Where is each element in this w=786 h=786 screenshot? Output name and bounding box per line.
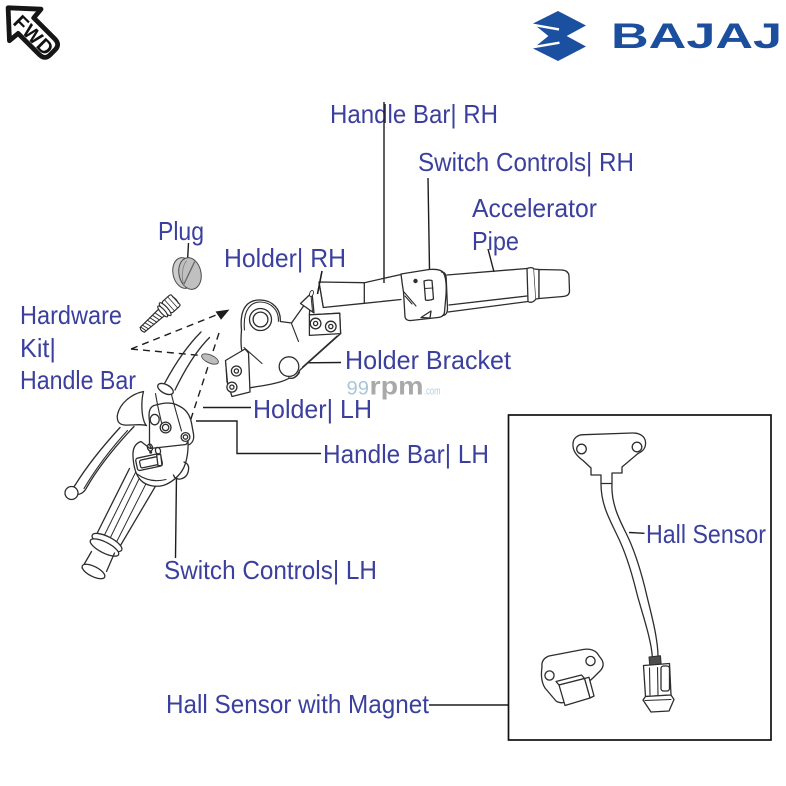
svg-text:Hall Sensor with Magnet: Hall Sensor with Magnet [166,689,430,719]
svg-text:BAJAJ: BAJAJ [611,17,782,56]
svg-text:Hall Sensor: Hall Sensor [646,519,766,549]
svg-text:rpm: rpm [370,373,424,401]
svg-text:Plug: Plug [158,216,204,246]
svg-text:Holder| LH: Holder| LH [253,394,372,424]
svg-text:Switch Controls| LH: Switch Controls| LH [164,555,377,585]
svg-text:Switch Controls| RH: Switch Controls| RH [418,147,634,177]
svg-text:Handle Bar: Handle Bar [20,365,136,395]
svg-text:Kit|: Kit| [20,333,56,363]
svg-text:.com: .com [424,386,441,398]
svg-text:Holder| RH: Holder| RH [224,243,346,273]
svg-text:Holder Bracket: Holder Bracket [345,345,512,375]
svg-text:Handle Bar| RH: Handle Bar| RH [330,99,498,129]
svg-text:Hardware: Hardware [20,300,122,330]
svg-text:99: 99 [347,379,370,400]
svg-text:Pipe: Pipe [472,226,519,256]
svg-text:Accelerator: Accelerator [472,193,597,223]
svg-text:Handle Bar| LH: Handle Bar| LH [323,439,489,469]
